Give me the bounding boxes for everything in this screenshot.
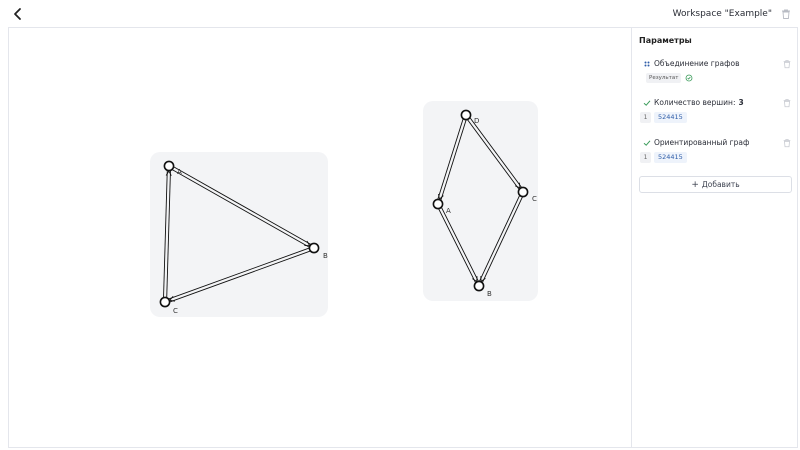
- node-label: C: [532, 195, 537, 203]
- input-index-badge: 1: [640, 112, 651, 123]
- graph-edge: [469, 117, 522, 188]
- node-label: A: [177, 168, 182, 176]
- add-button-label: Добавить: [701, 180, 740, 189]
- trash-icon[interactable]: [782, 59, 792, 69]
- graph-edge: [441, 207, 479, 282]
- back-arrow-icon[interactable]: [10, 6, 26, 22]
- graph-2[interactable]: D C A B: [423, 101, 538, 301]
- info-icon[interactable]: [685, 74, 693, 82]
- graph-edge: [481, 196, 523, 283]
- param-row: Объединение графов: [640, 58, 792, 70]
- graph-edge: [166, 170, 171, 298]
- result-badge: Результат: [646, 73, 682, 83]
- param-label-text: Количество вершин:: [654, 98, 736, 107]
- graph-node-b[interactable]: [308, 242, 320, 254]
- graph-edge: [169, 250, 311, 303]
- param-row: Количество вершин:3: [640, 97, 792, 109]
- graph-edge: [171, 169, 310, 248]
- graph-node-c[interactable]: [159, 296, 171, 308]
- graph-background: [150, 152, 328, 317]
- graph-edge: [438, 208, 476, 283]
- trash-icon[interactable]: [780, 8, 792, 20]
- graph-1[interactable]: A B C: [150, 152, 328, 317]
- node-label: B: [323, 252, 328, 260]
- drag-handle-icon[interactable]: [643, 60, 651, 68]
- graph-edge: [437, 118, 464, 200]
- node-label: D: [474, 117, 479, 125]
- graph-edge: [163, 170, 168, 298]
- graph-canvas[interactable]: A B C D C A B: [8, 27, 632, 448]
- param-label: Ориентированный граф: [654, 138, 750, 147]
- graph-node-b[interactable]: [473, 280, 485, 292]
- vertex-count-value: 3: [738, 98, 744, 107]
- graph-edge: [440, 119, 467, 201]
- input-id-link[interactable]: 524415: [654, 112, 687, 123]
- graph-edge: [479, 195, 521, 282]
- trash-icon[interactable]: [782, 98, 792, 108]
- input-index-badge: 1: [640, 152, 651, 163]
- input-id-link[interactable]: 524415: [654, 152, 687, 163]
- plus-icon: +: [691, 180, 699, 190]
- graph-node-c[interactable]: [517, 186, 529, 198]
- graph-node-a[interactable]: [432, 198, 444, 210]
- parameters-panel: Параметры Объединение графов Результат К…: [632, 27, 798, 448]
- check-icon: [643, 100, 651, 106]
- node-label: C: [173, 307, 178, 315]
- graph-node-d[interactable]: [460, 109, 472, 121]
- param-label: Количество вершин:3: [654, 98, 744, 107]
- trash-icon[interactable]: [782, 138, 792, 148]
- check-icon: [643, 140, 651, 146]
- top-bar: Workspace "Example": [0, 0, 800, 28]
- graph-edge: [168, 247, 310, 300]
- graph-svg[interactable]: A B C D C A B: [9, 28, 633, 449]
- graph-edge: [173, 166, 312, 245]
- param-label: Объединение графов: [654, 59, 740, 68]
- workspace-title: Workspace "Example": [672, 9, 772, 19]
- panel-title: Параметры: [639, 36, 692, 45]
- add-parameter-button[interactable]: +Добавить: [639, 176, 792, 193]
- node-label: A: [446, 207, 451, 215]
- param-row: Ориентированный граф: [640, 137, 792, 149]
- node-label: B: [487, 290, 492, 298]
- graph-node-a[interactable]: [163, 160, 175, 172]
- graph-edge: [467, 119, 520, 190]
- graph-background: [423, 101, 538, 301]
